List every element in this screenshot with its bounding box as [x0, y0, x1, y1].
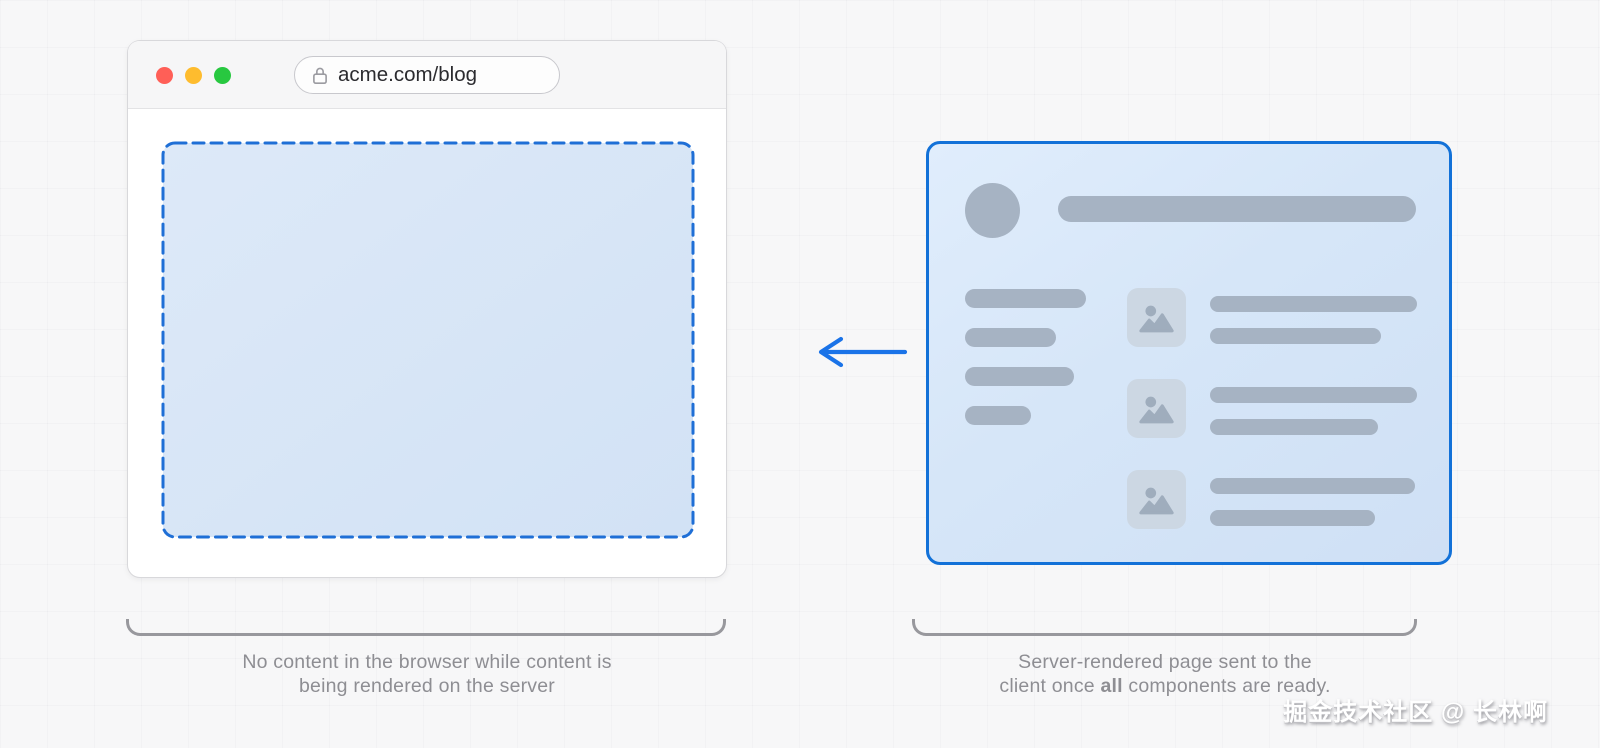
caption-line: components are ready.: [1122, 675, 1331, 697]
skeleton-text-bar: [1210, 296, 1417, 312]
skeleton-list-item: [1127, 379, 1417, 438]
skeleton-text-bar: [965, 367, 1074, 386]
skeleton-text-bar: [965, 406, 1031, 425]
skeleton-bar-group: [1210, 470, 1415, 529]
skeleton-bar-group: [1210, 379, 1417, 438]
caption-line: No content in the browser while content …: [242, 651, 612, 673]
left-caption: No content in the browser while content …: [127, 650, 727, 698]
caption-line: Server-rendered page sent to the: [1018, 651, 1312, 673]
minimize-button[interactable]: [185, 67, 202, 84]
caption-line: client once: [999, 675, 1101, 697]
image-placeholder-icon: [1127, 288, 1186, 347]
skeleton-list-item: [1127, 288, 1417, 347]
transfer-arrow-icon: [818, 336, 908, 368]
lock-icon: [313, 67, 327, 84]
sidebar-bars: [965, 289, 1086, 425]
list-rows: [1127, 288, 1417, 529]
skeleton-text-bar: [1210, 478, 1415, 494]
avatar-skeleton: [965, 183, 1020, 238]
image-placeholder-icon: [1127, 379, 1186, 438]
caption-bold-word: all: [1100, 675, 1123, 697]
pending-content-placeholder: [161, 141, 695, 539]
left-brace: [126, 619, 726, 636]
skeleton-text-bar: [1210, 510, 1375, 526]
skeleton-text-bar: [965, 328, 1056, 347]
right-brace: [912, 619, 1417, 636]
address-bar[interactable]: acme.com/blog: [294, 56, 560, 94]
caption-line: being rendered on the server: [298, 675, 555, 697]
skeleton-text-bar: [1210, 328, 1381, 344]
traffic-lights: [156, 67, 231, 84]
skeleton-list-item: [1127, 470, 1417, 529]
url-text: acme.com/blog: [338, 63, 478, 86]
skeleton-text-bar: [965, 289, 1086, 308]
close-button[interactable]: [156, 67, 173, 84]
zoom-button[interactable]: [214, 67, 231, 84]
server-rendered-page: [926, 141, 1452, 565]
browser-titlebar: acme.com/blog: [128, 41, 726, 109]
skeleton-bar-group: [1210, 288, 1417, 347]
title-bar-skeleton: [1058, 196, 1416, 222]
browser-viewport: [128, 109, 726, 576]
watermark: 掘金技术社区 @ 长林啊: [1283, 699, 1548, 726]
image-placeholder-icon: [1127, 470, 1186, 529]
browser-window: acme.com/blog: [127, 40, 727, 578]
skeleton-text-bar: [1210, 387, 1417, 403]
skeleton-text-bar: [1210, 419, 1378, 435]
